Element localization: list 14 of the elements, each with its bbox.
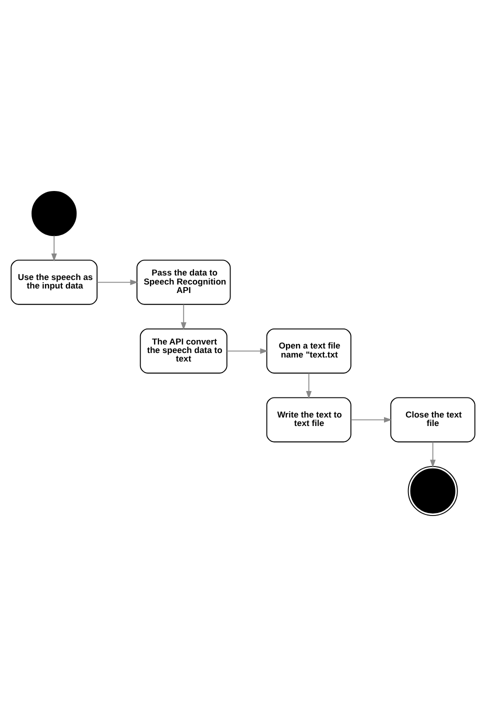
node-box: Use the speech as the input data <box>10 260 98 305</box>
node-box: Open a text file name "text.txt <box>266 328 352 374</box>
arrow <box>350 417 392 423</box>
node-circle <box>32 191 77 236</box>
arrow <box>226 348 268 354</box>
arrow <box>96 280 138 286</box>
arrow <box>180 304 186 330</box>
arrow <box>306 372 312 399</box>
arrow <box>430 442 436 468</box>
node-box: Write the text to text file <box>266 397 352 442</box>
node-box: Close the text file <box>390 397 476 442</box>
node-box: The API convert the speech data to text <box>140 328 228 374</box>
arrow <box>51 235 57 262</box>
node-box: Pass the data to Speech Recognition API <box>136 260 231 305</box>
